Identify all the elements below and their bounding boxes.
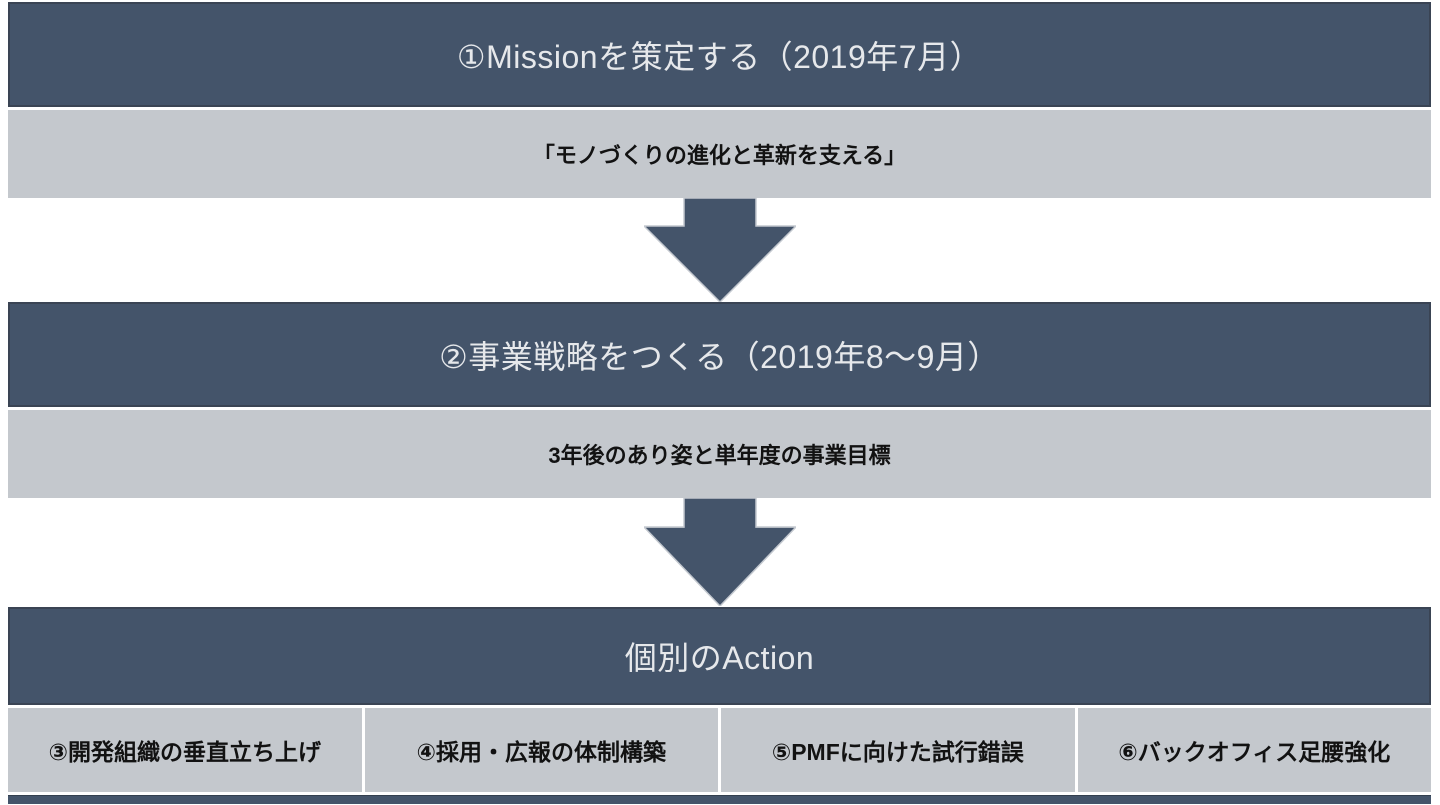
step1-title: ①Missionを策定する（2019年7月） [456,38,983,75]
step1-subtitle: 「モノづくりの進化と革新を支える」 [532,143,907,168]
down-arrow-icon [642,497,798,608]
action-title: 個別のAction [624,640,815,676]
action-items-row: ③開発組織の垂直立ち上げ ④採用・広報の体制構築 ⑤PMFに向けた試行錯誤 ⑥バ… [8,708,1431,792]
step2-subtitle-bar: 3年後のあり姿と単年度の事業目標 [8,410,1431,498]
action-title-bar: 個別のAction [8,607,1431,705]
action-item: ③開発組織の垂直立ち上げ [8,708,362,792]
action-item: ④採用・広報の体制構築 [364,708,718,792]
action-item: ⑤PMFに向けた試行錯誤 [721,708,1075,792]
step1-title-bar: ①Missionを策定する（2019年7月） [8,2,1431,107]
step2-title-bar: ②事業戦略をつくる（2019年8〜9月） [8,302,1431,407]
step2-title: ②事業戦略をつくる（2019年8〜9月） [439,338,1000,375]
action-item: ⑥バックオフィス足腰強化 [1077,708,1431,792]
down-arrow-icon [642,197,798,304]
step2-subtitle: 3年後のあり姿と単年度の事業目標 [548,443,891,468]
next-section-edge [8,795,1431,804]
step1-subtitle-bar: 「モノづくりの進化と革新を支える」 [8,110,1431,198]
